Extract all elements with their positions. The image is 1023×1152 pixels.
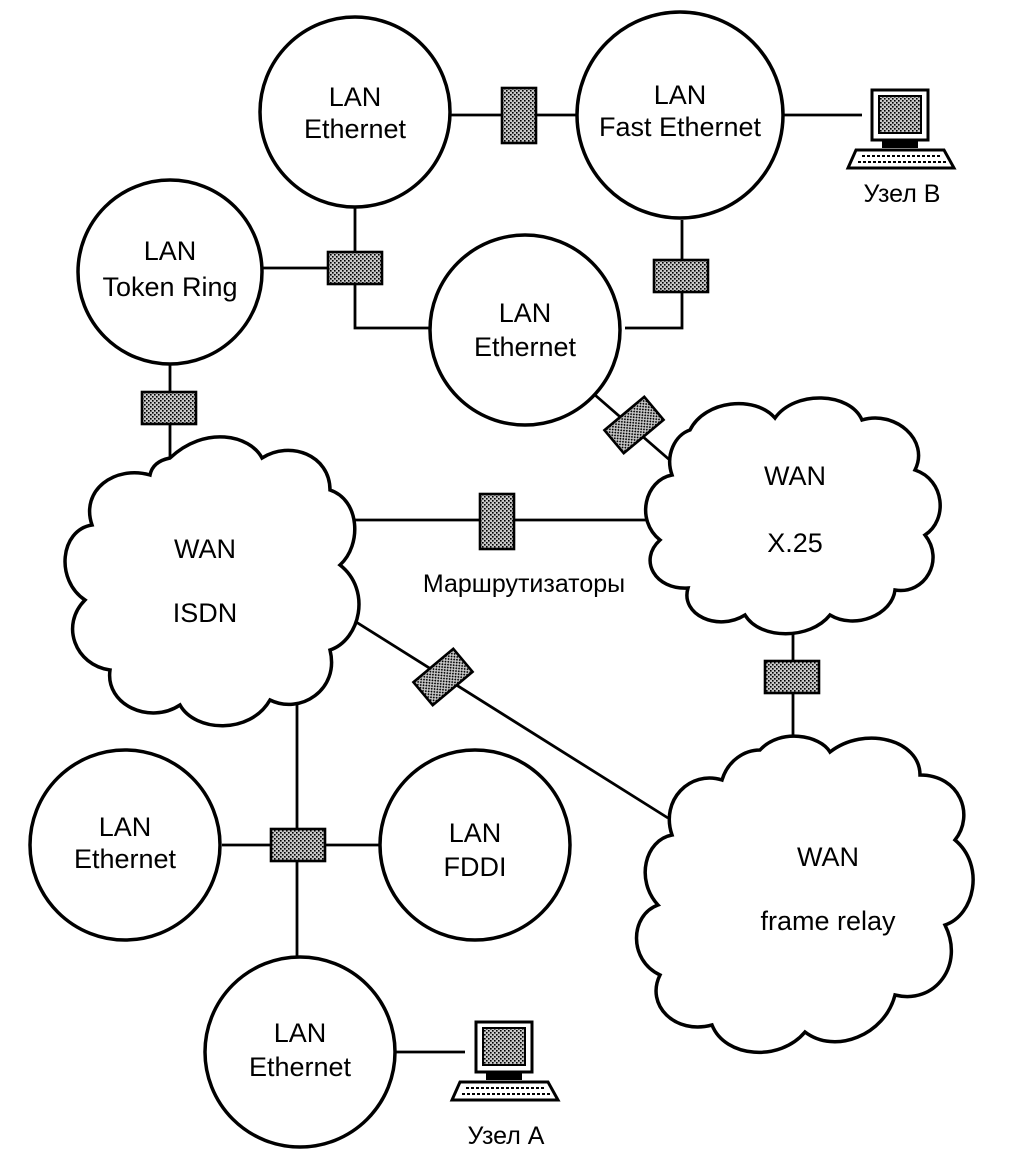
- wan-frame-relay-label-1: WAN: [797, 842, 859, 872]
- lan-fast-ethernet-label-2: Fast Ethernet: [599, 112, 762, 142]
- lan-fddi-label-2: FDDI: [444, 852, 507, 882]
- lan-token-ring-label-1: LAN: [144, 236, 197, 266]
- router-icon: [652, 258, 710, 294]
- lan-token-ring: LAN Token Ring: [76, 178, 264, 366]
- lan-ethernet-bottom: LAN Ethernet: [203, 955, 397, 1149]
- router-icon: [326, 250, 384, 286]
- router-icon: [500, 86, 538, 145]
- lan-ethernet-left-label-2: Ethernet: [74, 844, 177, 874]
- node-a-label: Узел А: [468, 1122, 545, 1150]
- node-b-label: Узел В: [864, 180, 941, 208]
- wan-isdn-label-2: ISDN: [173, 598, 238, 628]
- wan-isdn: WAN ISDN: [63, 435, 361, 728]
- routers: [140, 86, 821, 863]
- routers-caption: Маршрутизаторы: [423, 570, 625, 598]
- lan-fast-ethernet: LAN Fast Ethernet: [575, 10, 785, 220]
- lan-ethernet-top: LAN Ethernet: [258, 15, 452, 209]
- router-icon: [763, 659, 821, 695]
- lan-fast-ethernet-label-1: LAN: [654, 80, 707, 110]
- computer-icon: [845, 88, 957, 170]
- link-fast-ethernet-ethernet-mid: [625, 220, 684, 330]
- lan-ethernet-top-label-1: LAN: [329, 82, 382, 112]
- router-icon: [140, 390, 198, 426]
- lan-ethernet-mid: LAN Ethernet: [428, 233, 622, 427]
- lan-token-ring-label-2: Token Ring: [102, 272, 237, 302]
- wan-x25-label-2: X.25: [767, 528, 823, 558]
- node-a-computer: [449, 1020, 561, 1102]
- lan-fddi: LAN FDDI: [378, 748, 572, 942]
- router-icon: [602, 394, 666, 456]
- wan-frame-relay: WAN frame relay: [634, 734, 975, 1054]
- lan-fddi-label-1: LAN: [449, 818, 502, 848]
- router-icon: [478, 492, 516, 551]
- router-icon: [269, 827, 327, 863]
- lan-ethernet-mid-label-2: Ethernet: [474, 332, 577, 362]
- router-icon: [411, 646, 475, 708]
- lan-ethernet-bottom-label-1: LAN: [274, 1018, 327, 1048]
- node-b-computer: [845, 88, 957, 170]
- lan-ethernet-left-label-1: LAN: [99, 812, 152, 842]
- link-isdn-frame-relay: [344, 613, 669, 820]
- wan-isdn-label-1: WAN: [174, 534, 236, 564]
- lan-ethernet-left: LAN Ethernet: [28, 748, 222, 942]
- lan-ethernet-top-label-2: Ethernet: [304, 114, 407, 144]
- wan-frame-relay-label-2: frame relay: [760, 906, 896, 936]
- wan-x25-label-1: WAN: [764, 461, 826, 491]
- computer-icon: [449, 1020, 561, 1102]
- lan-ethernet-bottom-label-2: Ethernet: [249, 1052, 352, 1082]
- wan-x25: WAN X.25: [643, 396, 942, 636]
- lan-ethernet-mid-label-1: LAN: [499, 298, 552, 328]
